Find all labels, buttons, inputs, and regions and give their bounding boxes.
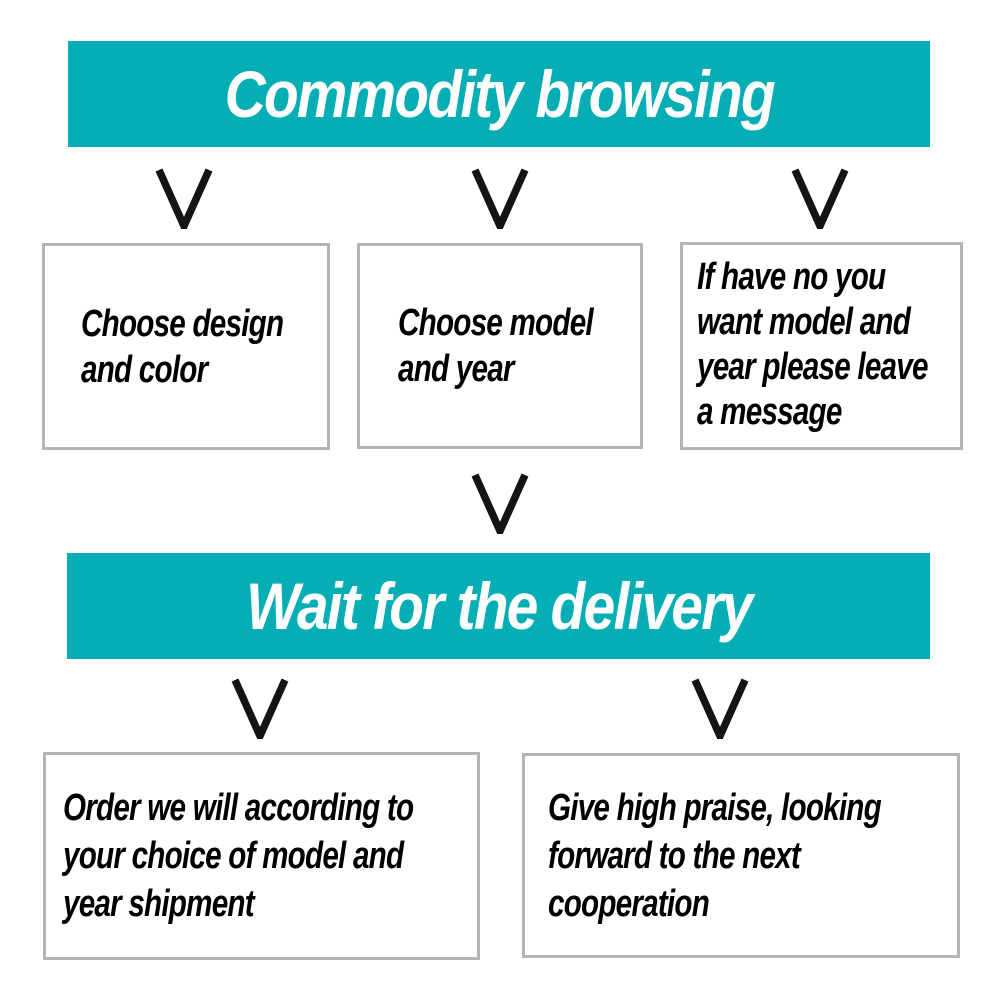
flow-step-text-line: year please leave bbox=[697, 346, 928, 388]
flow-step-text-line: your choice of model and bbox=[63, 835, 404, 877]
flow-step-give-praise: Give high praise, looking forward to the… bbox=[522, 753, 960, 958]
banner-commodity-browsing-title: Commodity browsing bbox=[224, 57, 775, 131]
flow-step-text-line: Choose design bbox=[81, 302, 284, 345]
flow-step-choose-design-and-color: Choose design and color bbox=[42, 243, 330, 450]
down-arrow-icon bbox=[231, 678, 289, 739]
flow-step-text-line: year shipment bbox=[63, 883, 255, 925]
flow-step-text-line: forward to the next bbox=[548, 834, 801, 877]
flow-step-text-line: Order we will according to bbox=[63, 787, 414, 829]
flow-step-leave-message-note: If have no you want model and year pleas… bbox=[680, 242, 963, 450]
flow-step-text-line: cooperation bbox=[548, 882, 710, 925]
down-arrow-icon bbox=[471, 168, 529, 229]
banner-wait-for-delivery: Wait for the delivery bbox=[67, 553, 930, 659]
down-arrow-icon bbox=[691, 678, 749, 739]
flow-step-text-line: a message bbox=[697, 391, 842, 433]
flow-step-text-line: If have no you bbox=[697, 256, 886, 298]
flow-step-text-line: and color bbox=[81, 348, 208, 391]
flow-step-text-line: Give high praise, looking bbox=[548, 786, 882, 829]
down-arrow-icon bbox=[791, 168, 849, 229]
flow-step-order-shipment: Order we will according to your choice o… bbox=[43, 752, 480, 960]
flow-step-text-line: want model and bbox=[697, 301, 911, 343]
flow-step-text-line: and year bbox=[398, 348, 514, 390]
flow-step-choose-model-and-year: Choose model and year bbox=[357, 243, 643, 449]
down-arrow-icon bbox=[471, 473, 529, 534]
down-arrow-icon bbox=[155, 168, 213, 229]
banner-commodity-browsing: Commodity browsing bbox=[68, 41, 930, 147]
flow-step-text-line: Choose model bbox=[398, 302, 594, 344]
banner-wait-for-delivery-title: Wait for the delivery bbox=[245, 569, 753, 643]
